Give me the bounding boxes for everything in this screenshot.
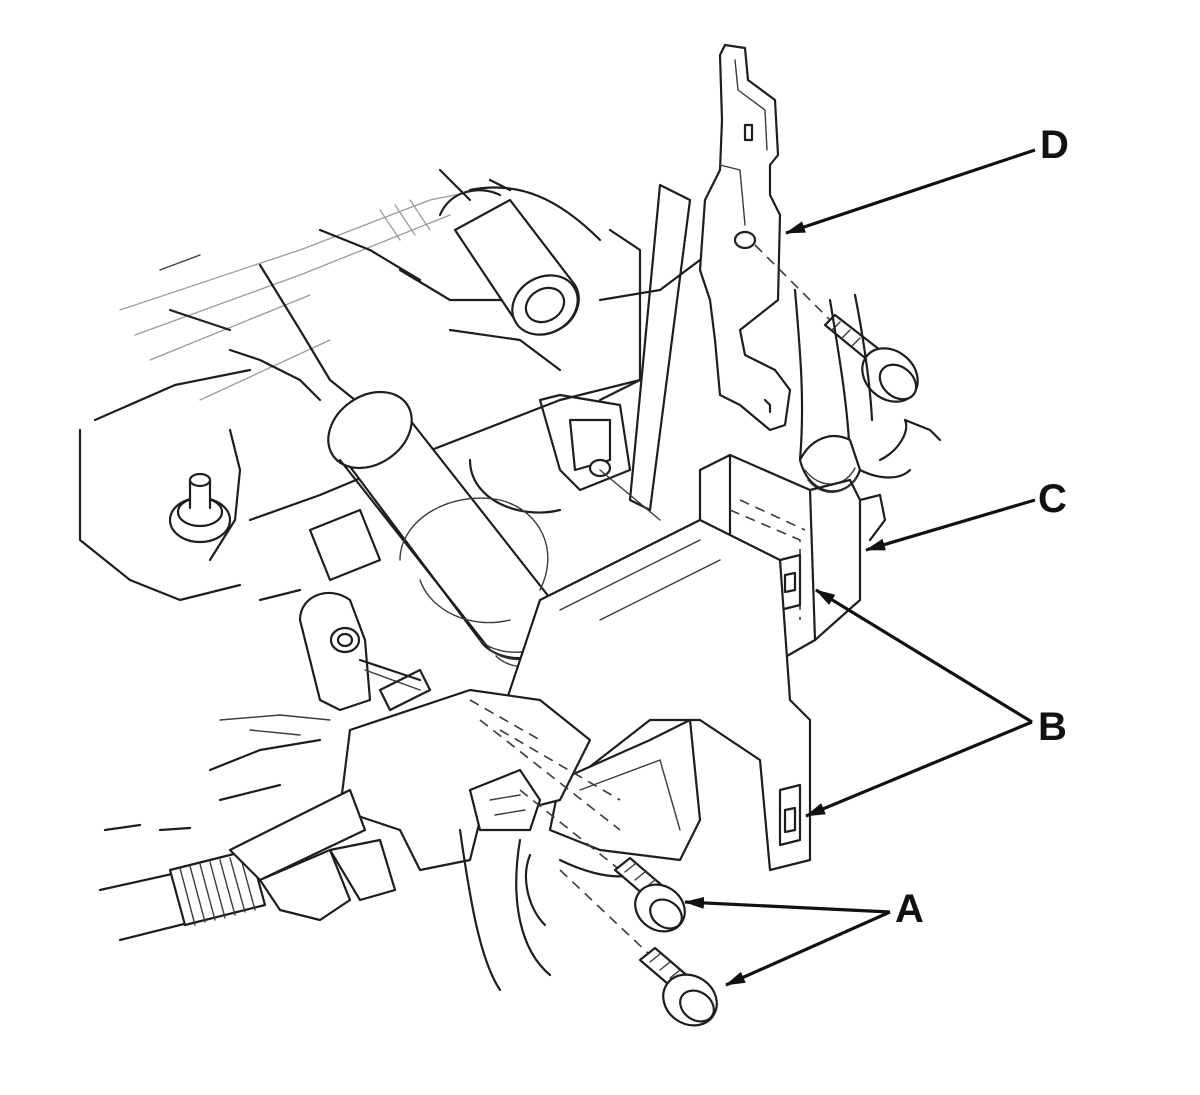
bracket-d — [698, 43, 792, 432]
callout-label-b: B — [1038, 705, 1067, 749]
engine-block — [78, 168, 702, 602]
bolt-d — [754, 244, 919, 403]
bolt-a-lower — [559, 869, 718, 1027]
center-housing — [258, 328, 632, 624]
callout-line-b-upper — [815, 588, 1033, 724]
callout-label-a: A — [895, 887, 924, 931]
callout-line-a-upper — [684, 896, 891, 914]
callout-line-a-lower — [725, 910, 891, 987]
lower-arm — [338, 688, 621, 872]
lower-hoses — [458, 828, 632, 992]
mounting-stud — [168, 472, 232, 544]
coolant-pipe-top — [438, 189, 580, 336]
callout-label-c: C — [1038, 477, 1067, 521]
leaning-plate — [599, 183, 692, 521]
callout-label-d: D — [1040, 123, 1069, 167]
left-pivot-bracket — [298, 591, 432, 712]
wiring-harness — [98, 714, 397, 942]
right-hoses — [793, 288, 942, 494]
callout-line-d — [785, 148, 1036, 235]
callout-line-b-lower — [805, 720, 1033, 818]
callout-line-c — [865, 498, 1036, 552]
callout-lines — [684, 148, 1036, 987]
bolt-a-upper — [519, 789, 686, 933]
